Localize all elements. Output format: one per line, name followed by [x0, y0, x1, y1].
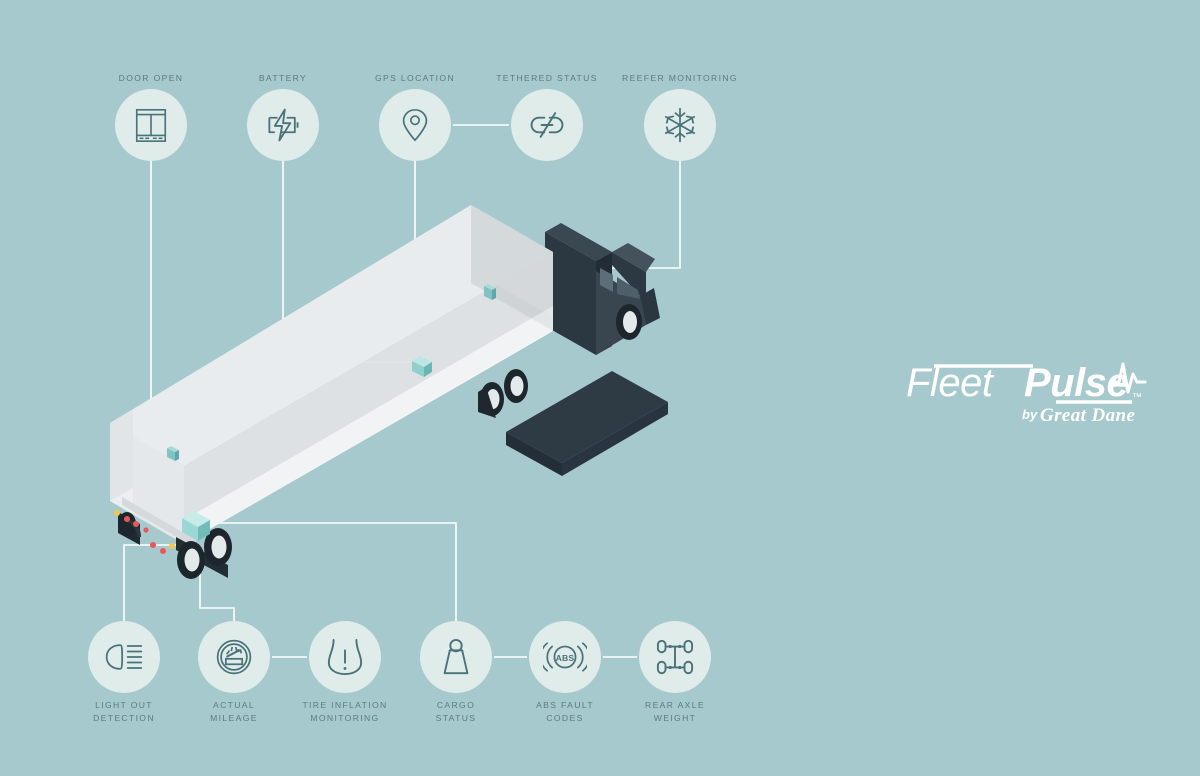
feature-icon-circle-reefer-monitoring[interactable] — [644, 89, 716, 161]
fleetpulse-logo-svg: Fleet Pulse ™ by Great Dane — [906, 361, 1147, 426]
feature-label-abs-fault-codes: ABS FAULT CODES — [536, 700, 594, 723]
tire-pressure-icon — [327, 638, 363, 676]
battery-bolt-icon — [268, 108, 299, 142]
cargo-weight-icon — [443, 638, 469, 675]
feature-icon-circle-cargo-status[interactable] — [420, 621, 492, 693]
abs-icon-text: ABS — [556, 653, 575, 663]
feature-icon-circle-light-out-detection[interactable] — [88, 621, 160, 693]
tractor-unit — [478, 223, 668, 476]
fleetpulse-logo: Fleet Pulse ™ by Great Dane — [900, 352, 1160, 432]
feature-label-cargo-status: CARGO STATUS — [435, 700, 477, 723]
feature-icon-circle-actual-mileage[interactable] — [198, 621, 270, 693]
pulse-wave-icon — [1110, 362, 1147, 394]
feature-icon-circle-abs-fault-codes[interactable]: ABS — [529, 621, 601, 693]
door-open-icon — [135, 108, 167, 142]
feature-label-reefer-monitoring: REEFER MONITORING — [622, 73, 738, 83]
connector-light-out-detection — [123, 544, 185, 621]
connector-cargo-status — [196, 522, 457, 621]
feature-label-light-out-detection: LIGHT OUT DETECTION — [93, 700, 155, 723]
feature-label-rear-axle-weight: REAR AXLE WEIGHT — [645, 700, 705, 723]
feature-label-tethered-status: TETHERED STATUS — [496, 73, 598, 83]
connector-actual-mileage — [199, 570, 235, 621]
feature-label-actual-mileage: ACTUAL MILEAGE — [210, 700, 258, 723]
feature-label-gps-location: GPS LOCATION — [374, 73, 456, 83]
sensor-rear-door — [167, 446, 179, 461]
trailer-rear-axles — [176, 528, 232, 579]
feature-icon-circle-rear-axle-weight[interactable] — [639, 621, 711, 693]
feature-label-door-open: DOOR OPEN — [118, 73, 184, 83]
axle-icon — [656, 639, 694, 675]
sensor-markers — [167, 284, 496, 541]
logo-trademark: ™ — [1132, 392, 1142, 403]
sensor-front-wall — [484, 284, 496, 300]
headlight-icon — [105, 644, 143, 670]
snowflake-icon — [664, 107, 696, 143]
logo-byline-prefix: by — [1022, 407, 1038, 422]
logo-byline-company: Great Dane — [1040, 405, 1135, 426]
feature-label-tire-inflation-monitoring: TIRE INFLATION MONITORING — [302, 700, 388, 723]
odometer-icon — [216, 639, 252, 675]
feature-icon-circle-gps-location[interactable] — [379, 89, 451, 161]
feature-icon-circle-tethered-status[interactable] — [511, 89, 583, 161]
feature-icon-circle-battery[interactable] — [247, 89, 319, 161]
feature-icon-circle-door-open[interactable] — [115, 89, 187, 161]
sensor-undercarriage — [182, 511, 210, 541]
abs-icon: ABS — [543, 642, 587, 672]
sensor-floor — [412, 356, 432, 377]
feature-icon-circle-tire-inflation-monitoring[interactable] — [309, 621, 381, 693]
broken-link-icon — [530, 112, 564, 138]
logo-word-fleet: Fleet — [906, 361, 995, 405]
feature-label-battery: BATTERY — [258, 73, 308, 83]
trailer-box — [110, 205, 553, 548]
clearance-lights — [114, 510, 175, 554]
trailer-rear-underride — [118, 512, 141, 545]
map-pin-icon — [402, 108, 428, 142]
